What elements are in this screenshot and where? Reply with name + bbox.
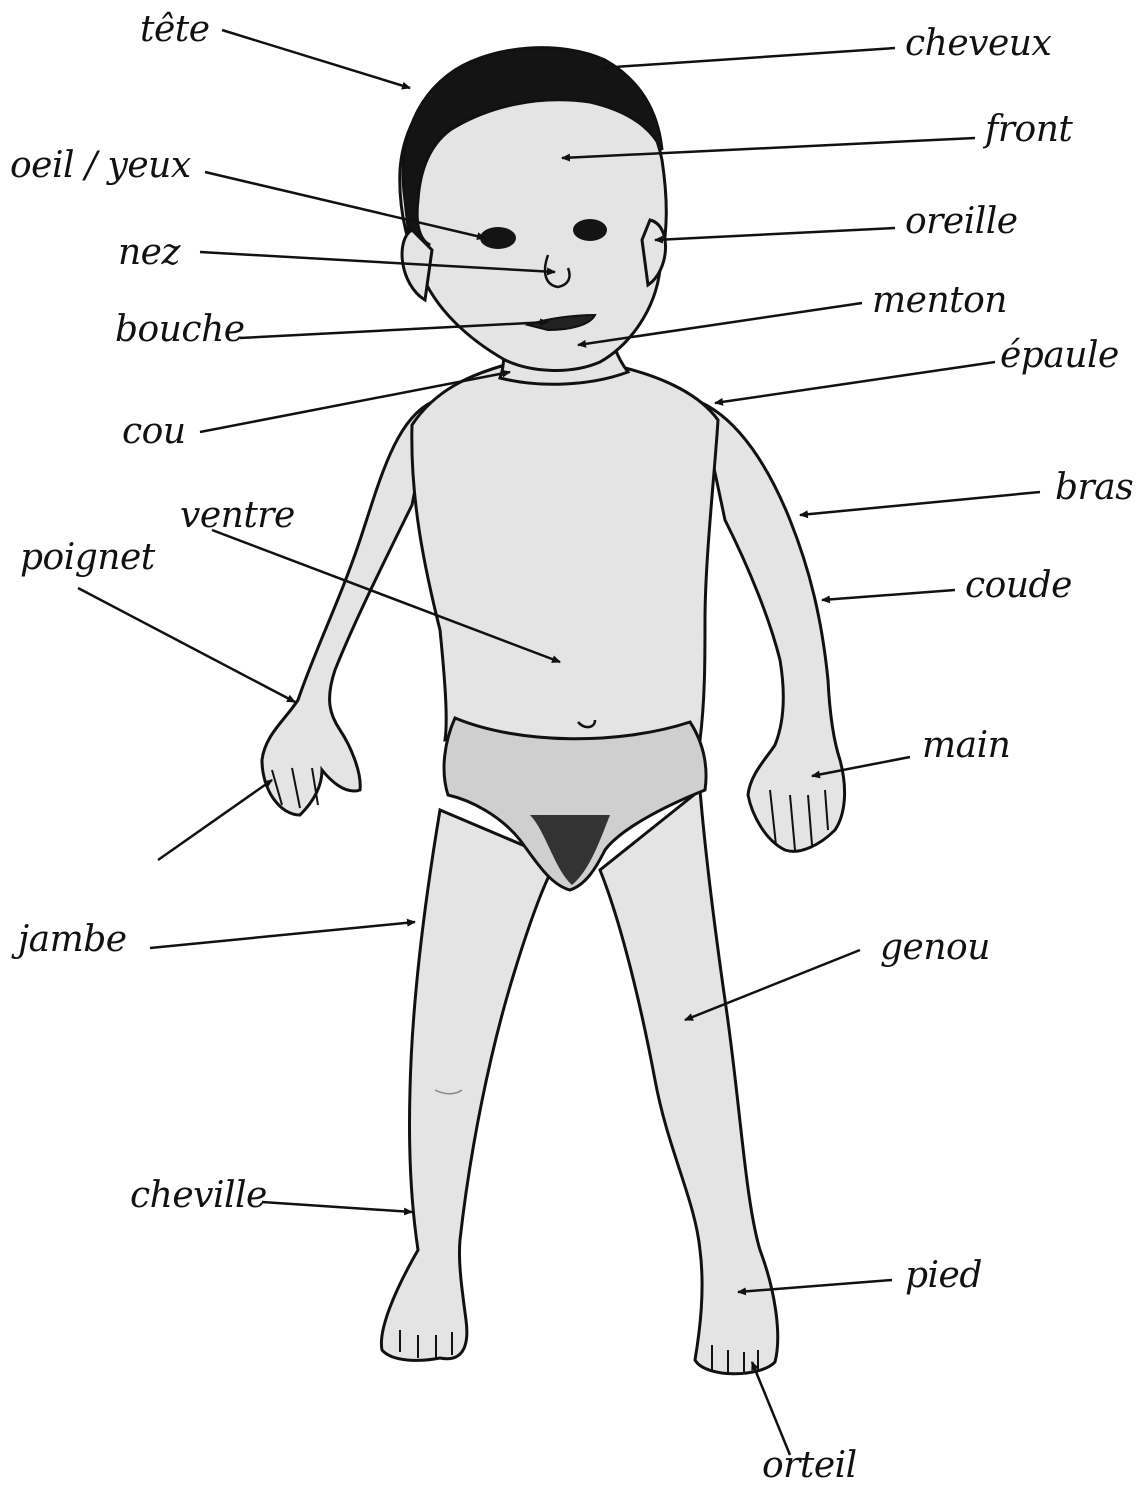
label-orteil: orteil: [762, 1448, 857, 1484]
label-tete: tête: [140, 12, 210, 48]
leader-jambe: [150, 922, 415, 948]
right-arm: [700, 402, 845, 851]
leader-cheville: [262, 1202, 412, 1212]
leader-tete: [222, 30, 410, 88]
left-leg: [381, 810, 558, 1360]
label-ventre: ventre: [180, 498, 295, 534]
leader-cheveux: [600, 48, 895, 68]
leader-orteil: [752, 1362, 790, 1455]
leader-bras: [800, 492, 1040, 515]
left-eye: [480, 227, 516, 249]
label-cheveux: cheveux: [905, 26, 1051, 62]
label-bras: bras: [1055, 470, 1133, 506]
right-leg: [600, 790, 778, 1374]
label-genou: genou: [880, 930, 990, 966]
right-eye: [573, 219, 607, 241]
leader-epaule: [715, 362, 995, 403]
label-jambe: jambe: [18, 922, 127, 958]
right-ear: [642, 220, 666, 285]
label-oeil: oeil / yeux: [10, 148, 191, 184]
label-menton: menton: [872, 283, 1007, 319]
torso: [412, 365, 718, 740]
label-coude: coude: [965, 568, 1072, 604]
left-arm: [262, 402, 432, 815]
label-poignet: poignet: [20, 540, 155, 576]
leader-poignet: [78, 588, 295, 702]
leader-main-left: [158, 780, 272, 860]
label-nez: nez: [118, 235, 180, 271]
label-pied: pied: [905, 1258, 982, 1294]
label-cou: cou: [122, 414, 186, 450]
label-cheville: cheville: [130, 1178, 267, 1214]
label-oreille: oreille: [905, 204, 1018, 240]
label-front: front: [985, 112, 1072, 148]
leader-oreille: [655, 228, 895, 240]
label-epaule: épaule: [1000, 338, 1119, 374]
label-bouche: bouche: [115, 312, 245, 348]
leader-coude: [822, 590, 955, 600]
label-main: main: [922, 728, 1010, 764]
